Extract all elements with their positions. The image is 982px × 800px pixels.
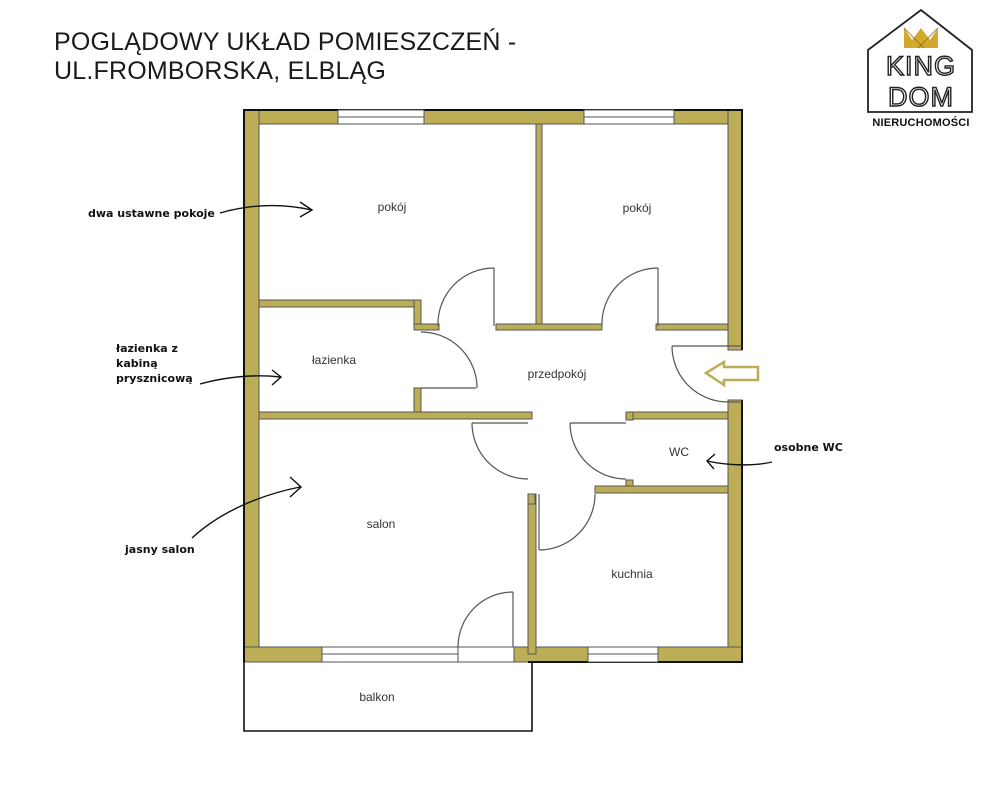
arrow-bath-note bbox=[199, 375, 281, 385]
kingdom-logo: KING DOM bbox=[860, 6, 982, 136]
annotation-wc: osobne WC bbox=[774, 441, 843, 454]
title-line-2: UL.FROMBORSKA, ELBLĄG bbox=[54, 57, 387, 85]
house-outline-icon: KING DOM bbox=[867, 8, 973, 113]
door-kitchen bbox=[538, 493, 596, 551]
door-salon bbox=[471, 422, 529, 480]
svg-text:KING: KING bbox=[886, 51, 956, 81]
room-label-balcony: balkon bbox=[359, 690, 395, 704]
room-label-hall: przedpokój bbox=[527, 367, 587, 381]
door-entrance bbox=[671, 345, 729, 403]
wall-left bbox=[243, 109, 260, 663]
annotation-rooms: dwa ustawne pokoje bbox=[88, 207, 215, 220]
room-label-bedroom-2: pokój bbox=[622, 201, 652, 215]
page-title: POGLĄDOWY UKŁAD POMIESZCZEŃ - UL.FROMBOR… bbox=[54, 28, 516, 86]
wall-right-lower bbox=[727, 399, 743, 663]
annotation-bathroom-line-1: łazienka z bbox=[116, 342, 178, 355]
title-line-1: POGLĄDOWY UKŁAD POMIESZCZEŃ - bbox=[54, 28, 517, 56]
annotation-bathroom: łazienka z kabiną prysznicową bbox=[116, 341, 193, 386]
room-label-salon: salon bbox=[366, 517, 396, 531]
room-label-kitchen: kuchnia bbox=[611, 567, 653, 581]
arrow-rooms-note bbox=[219, 204, 313, 214]
door-bedroom-1 bbox=[437, 267, 495, 327]
arrow-wc-note bbox=[706, 460, 773, 466]
svg-text:DOM: DOM bbox=[888, 82, 954, 112]
room-label-bedroom-1: pokój bbox=[377, 200, 407, 214]
balcony-outline bbox=[243, 662, 533, 732]
annotation-bathroom-line-3: prysznicową bbox=[116, 372, 193, 385]
logo-subtitle: NIERUCHOMOŚCI bbox=[872, 117, 970, 129]
wall-right-upper bbox=[727, 109, 743, 351]
annotation-bathroom-line-2: kabiną bbox=[116, 357, 158, 370]
entrance-arrow-icon bbox=[703, 359, 760, 388]
door-wc bbox=[569, 422, 627, 480]
annotation-salon: jasny salon bbox=[125, 543, 195, 556]
door-bedroom-2 bbox=[601, 267, 659, 327]
arrow-salon-note bbox=[191, 486, 301, 539]
balcony-door-opening bbox=[457, 646, 515, 663]
crown-icon bbox=[903, 27, 939, 49]
wall-bedrooms bbox=[535, 123, 543, 325]
room-label-wc: WC bbox=[669, 445, 689, 459]
door-bathroom bbox=[420, 331, 478, 389]
room-label-bathroom: łazienka bbox=[311, 353, 357, 367]
door-balcony bbox=[457, 591, 514, 648]
